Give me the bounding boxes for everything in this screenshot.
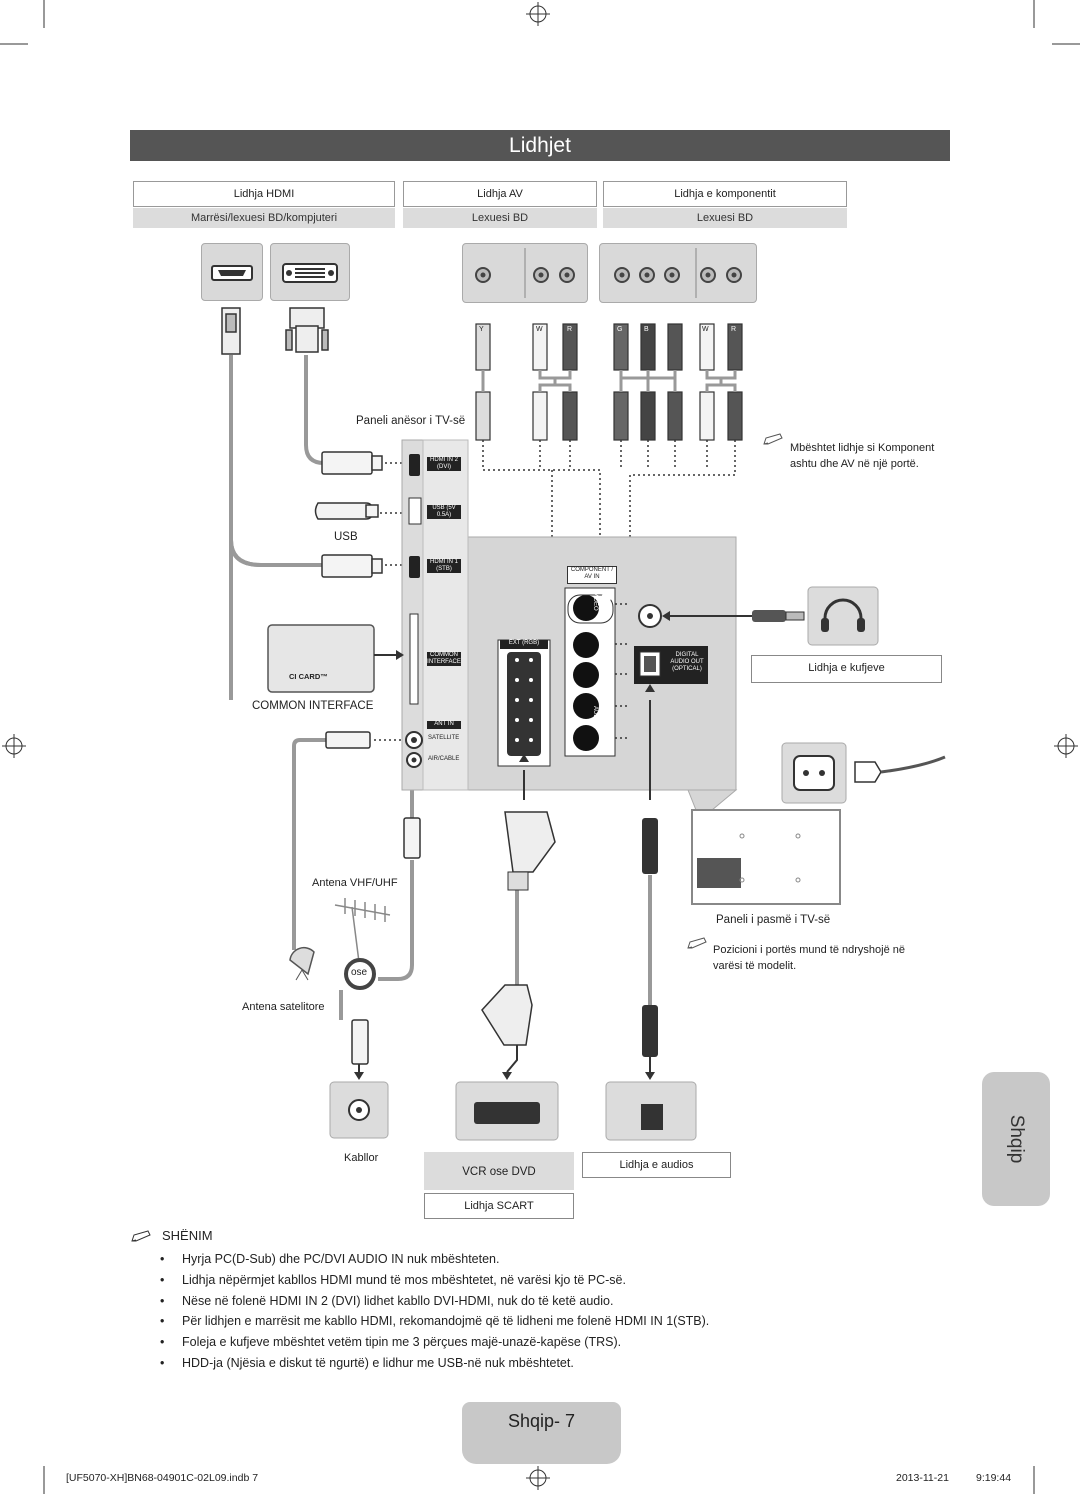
- plug-r-label: R: [567, 326, 573, 333]
- plug-r2-label: R: [731, 326, 737, 333]
- notes-list: Hyrja PC(D-Sub) dhe PC/DVI AUDIO IN nuk …: [158, 1249, 918, 1374]
- or-label: ose: [351, 967, 368, 978]
- plug-b-label: B: [644, 326, 649, 333]
- headphones-label: Lidhja e kufjeve: [751, 655, 942, 683]
- port-ant-in: ANT IN: [427, 721, 461, 729]
- plug-w-label: W: [536, 326, 543, 333]
- port-digital-audio: DIGITAL AUDIO OUT (OPTICAL): [670, 652, 704, 672]
- footer-date: 2013-11-21: [896, 1472, 949, 1484]
- footer-time: 9:19:44: [976, 1472, 1012, 1484]
- note-item: Nëse në folenë HDMI IN 2 (DVI) lidhet ka…: [158, 1291, 918, 1312]
- note-item: HDD-ja (Njësia e diskut të ngurtë) e lid…: [158, 1353, 918, 1374]
- notes-heading: SHËNIM: [162, 1228, 213, 1243]
- language-side-tab: Shqip: [982, 1072, 1050, 1206]
- notes-section: SHËNIM Hyrja PC(D-Sub) dhe PC/DVI AUDIO …: [131, 1228, 918, 1374]
- port-audio-label: AUDIO: [592, 706, 598, 726]
- page-title: Lidhjet: [130, 130, 950, 161]
- plug-y-label: Y: [479, 326, 484, 333]
- port-usb: USB (5V 0.5A): [427, 505, 461, 519]
- port-air-cable: AIR/CABLE: [428, 756, 460, 762]
- port-ext-rgb: EXT (RGB): [500, 640, 548, 649]
- port-hdmi1: HDMI IN 1 (STB): [427, 559, 461, 573]
- component-device-label: Lexuesi BD: [603, 208, 847, 228]
- port-video-label: VIDEO: [592, 592, 598, 611]
- note-item: Foleja e kufjeve mbështet vetëm tipin me…: [158, 1332, 918, 1353]
- av-device-label: Lexuesi BD: [403, 208, 597, 228]
- plug-g-label: G: [617, 326, 623, 333]
- rear-panel-label: Paneli i pasmë i TV-së: [716, 914, 831, 926]
- port-common: COMMON INTERFACE: [427, 652, 461, 666]
- hdmi-port-box: [201, 243, 263, 301]
- footer-file: [UF5070-XH]BN68-04901C-02L09.indb 7: [66, 1472, 259, 1484]
- note-item: Lidhja nëpërmjet kabllos HDMI mund të mo…: [158, 1270, 918, 1291]
- component-port-box: [599, 243, 757, 303]
- note-pencil-icon: [762, 432, 786, 451]
- dvi-port-icon: [282, 263, 338, 283]
- note-heading-pencil-icon: [131, 1229, 151, 1241]
- antenna-sat-label: Antena satelitore: [242, 1001, 325, 1013]
- page-number-tab: Shqip- 7: [462, 1402, 621, 1464]
- side-tab-label: Shqip: [1006, 1114, 1027, 1164]
- position-note: Pozicioni i portës mund të ndryshojë në …: [713, 944, 905, 972]
- port-hdmi2: HDMI IN 2 (DVI): [427, 457, 461, 471]
- component-note: Mbështet lidhje si Komponent ashtu dhe A…: [790, 442, 935, 470]
- component-jacks-icon: [614, 248, 742, 298]
- cable-label: Kabllor: [344, 1152, 379, 1164]
- port-satellite: SATELLITE: [428, 735, 460, 741]
- dvi-port-box: [270, 243, 350, 301]
- note-item: Hyrja PC(D-Sub) dhe PC/DVI AUDIO IN nuk …: [158, 1249, 918, 1270]
- vcr-dvd-label: VCR ose DVD: [424, 1152, 574, 1190]
- position-note-pencil-icon: [686, 936, 710, 955]
- component-section-header: Lidhja e komponentit: [603, 181, 847, 207]
- av-section-header: Lidhja AV: [403, 181, 597, 207]
- scart-label: Lidhja SCART: [424, 1193, 574, 1219]
- audio-label: Lidhja e audios: [582, 1152, 731, 1178]
- side-panel-label: Paneli anësor i TV-së: [356, 415, 466, 427]
- hdmi-port-icon: [211, 265, 253, 281]
- av-port-box: [462, 243, 588, 303]
- av-jacks-icon: [475, 248, 575, 298]
- hdmi-device-label: Marrësi/lexuesi BD/kompjuteri: [133, 208, 395, 228]
- usb-label: USB: [334, 531, 358, 543]
- antenna-vhf-label: Antena VHF/UHF: [312, 877, 398, 889]
- plug-w2-label: W: [702, 326, 709, 333]
- port-component-av: COMPONENT / AV IN: [567, 566, 617, 584]
- ci-card-label: CI CARD™: [289, 672, 328, 681]
- hdmi-section-header: Lidhja HDMI: [133, 181, 395, 207]
- common-interface-label: COMMON INTERFACE: [252, 700, 374, 712]
- note-item: Për lidhjen e marrësit me kabllo HDMI, r…: [158, 1311, 918, 1332]
